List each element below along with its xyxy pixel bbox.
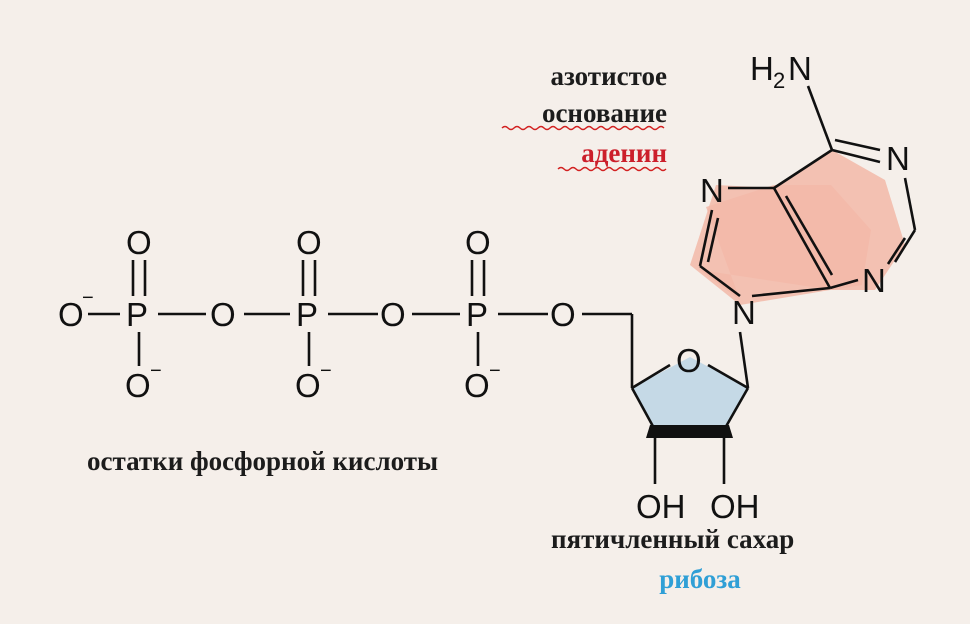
ribose-label: рибоза: [659, 564, 741, 594]
terminal-oxygen: O: [58, 296, 84, 333]
oxygen-minus-1: O: [125, 367, 151, 404]
ring-oxygen: O: [676, 342, 702, 379]
adenine-label: аденин: [581, 138, 667, 168]
oxygen-minus-3: O: [464, 367, 490, 404]
oxygen-minus-2: O: [295, 367, 321, 404]
adenine-pyrimidine-shading: [774, 150, 905, 290]
bridge-oxygen-3: O: [550, 296, 576, 333]
amino-subscript: 2: [773, 68, 785, 93]
captions: азотистое основание аденин остатки фосфо…: [87, 61, 794, 594]
ribose-atoms: O OH OH: [636, 342, 760, 525]
spellcheck-underline-1: [501, 125, 665, 131]
oxygen-double-1: O: [126, 224, 152, 261]
nitrogen-9: N: [732, 294, 756, 331]
phosphorus-2: P: [296, 296, 318, 333]
adenine-atoms: N N N N H 2 N: [700, 50, 910, 331]
base-caption-line2: основание: [542, 98, 667, 128]
amino-hydrogen: H: [750, 50, 774, 87]
ribose-bonds: [630, 314, 750, 484]
phosphate-atoms: O − P O O − O P O O − O P O O − O: [58, 224, 576, 404]
phosphorus-3: P: [466, 296, 488, 333]
adenine-imidazole-shading: [690, 185, 830, 305]
charge-minus-1: −: [82, 287, 94, 309]
charge-minus-3: −: [320, 360, 332, 382]
hydroxyl-2: OH: [636, 488, 686, 525]
adenine-bonds: [698, 85, 917, 298]
ribose-front-wedge: [646, 425, 733, 438]
nitrogen-7: N: [700, 172, 724, 209]
oxygen-double-3: O: [465, 224, 491, 261]
bridge-oxygen-2: O: [380, 296, 406, 333]
hydroxyl-3: OH: [710, 488, 760, 525]
amino-nitrogen: N: [788, 50, 812, 87]
bridge-oxygen-1: O: [210, 296, 236, 333]
charge-minus-2: −: [150, 360, 162, 382]
charge-minus-4: −: [489, 360, 501, 382]
nitrogen-1: N: [886, 140, 910, 177]
oxygen-double-2: O: [296, 224, 322, 261]
sugar-caption: пятичленный сахар: [551, 524, 794, 554]
spellcheck-underline-2: [557, 166, 667, 172]
phosphate-bonds: [88, 260, 632, 366]
ribose-shading: [632, 357, 748, 430]
nitrogen-3: N: [862, 262, 886, 299]
phosphate-caption: остатки фосфорной кислоты: [87, 446, 438, 476]
phosphorus-1: P: [126, 296, 148, 333]
base-caption-line1: азотистое: [550, 61, 667, 91]
